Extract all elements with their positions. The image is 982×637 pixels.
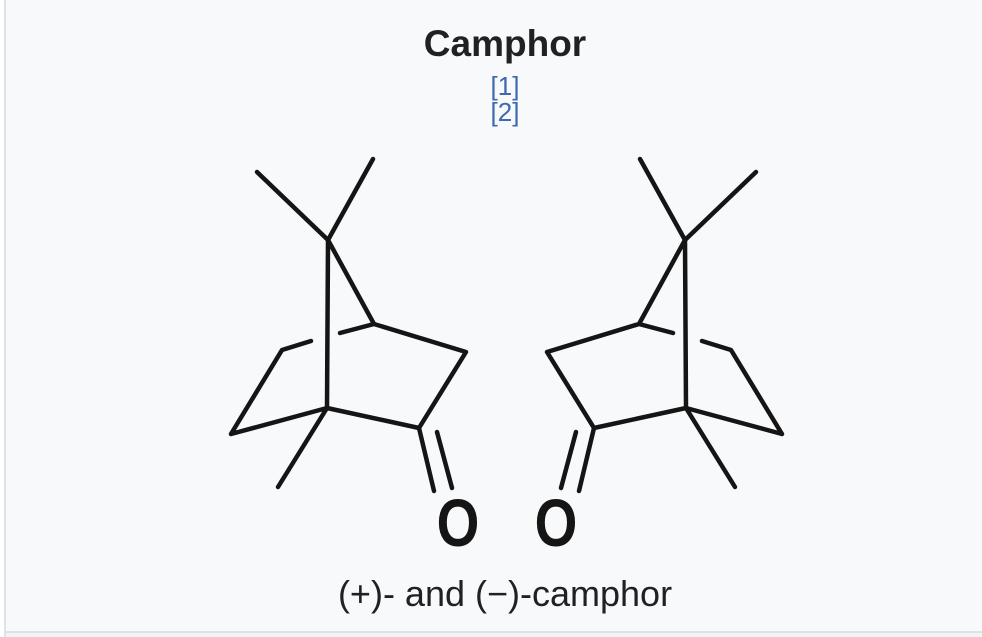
bond-rear-bridge [228, 338, 330, 437]
bond-c1-methyl [275, 405, 330, 490]
figure-caption: (+)- and (−)-camphor [337, 573, 673, 614]
page-left-gutter [0, 0, 4, 637]
infobox-title: Camphor [423, 23, 587, 64]
oxygen-atom-label-left: O [437, 486, 480, 560]
molecule-right-bonds [547, 159, 782, 491]
reference-link-2[interactable]: [2] [490, 97, 520, 127]
infobox-row-divider [5, 631, 982, 633]
figure-background [5, 0, 982, 631]
molecule-left-bonds [228, 156, 469, 494]
infobox-left-border [4, 0, 6, 637]
bond-carbonyl-double [416, 425, 455, 494]
bond-gem-dimethyl [254, 156, 376, 243]
next-row-strip [5, 633, 982, 637]
reference-link-1[interactable]: [1] [490, 71, 520, 101]
oxygen-atom-label-right: O [535, 486, 578, 560]
reference-links: [1] [2] [491, 73, 520, 125]
bond-main-ring [324, 237, 469, 431]
bond-hidden-segment [337, 321, 377, 336]
